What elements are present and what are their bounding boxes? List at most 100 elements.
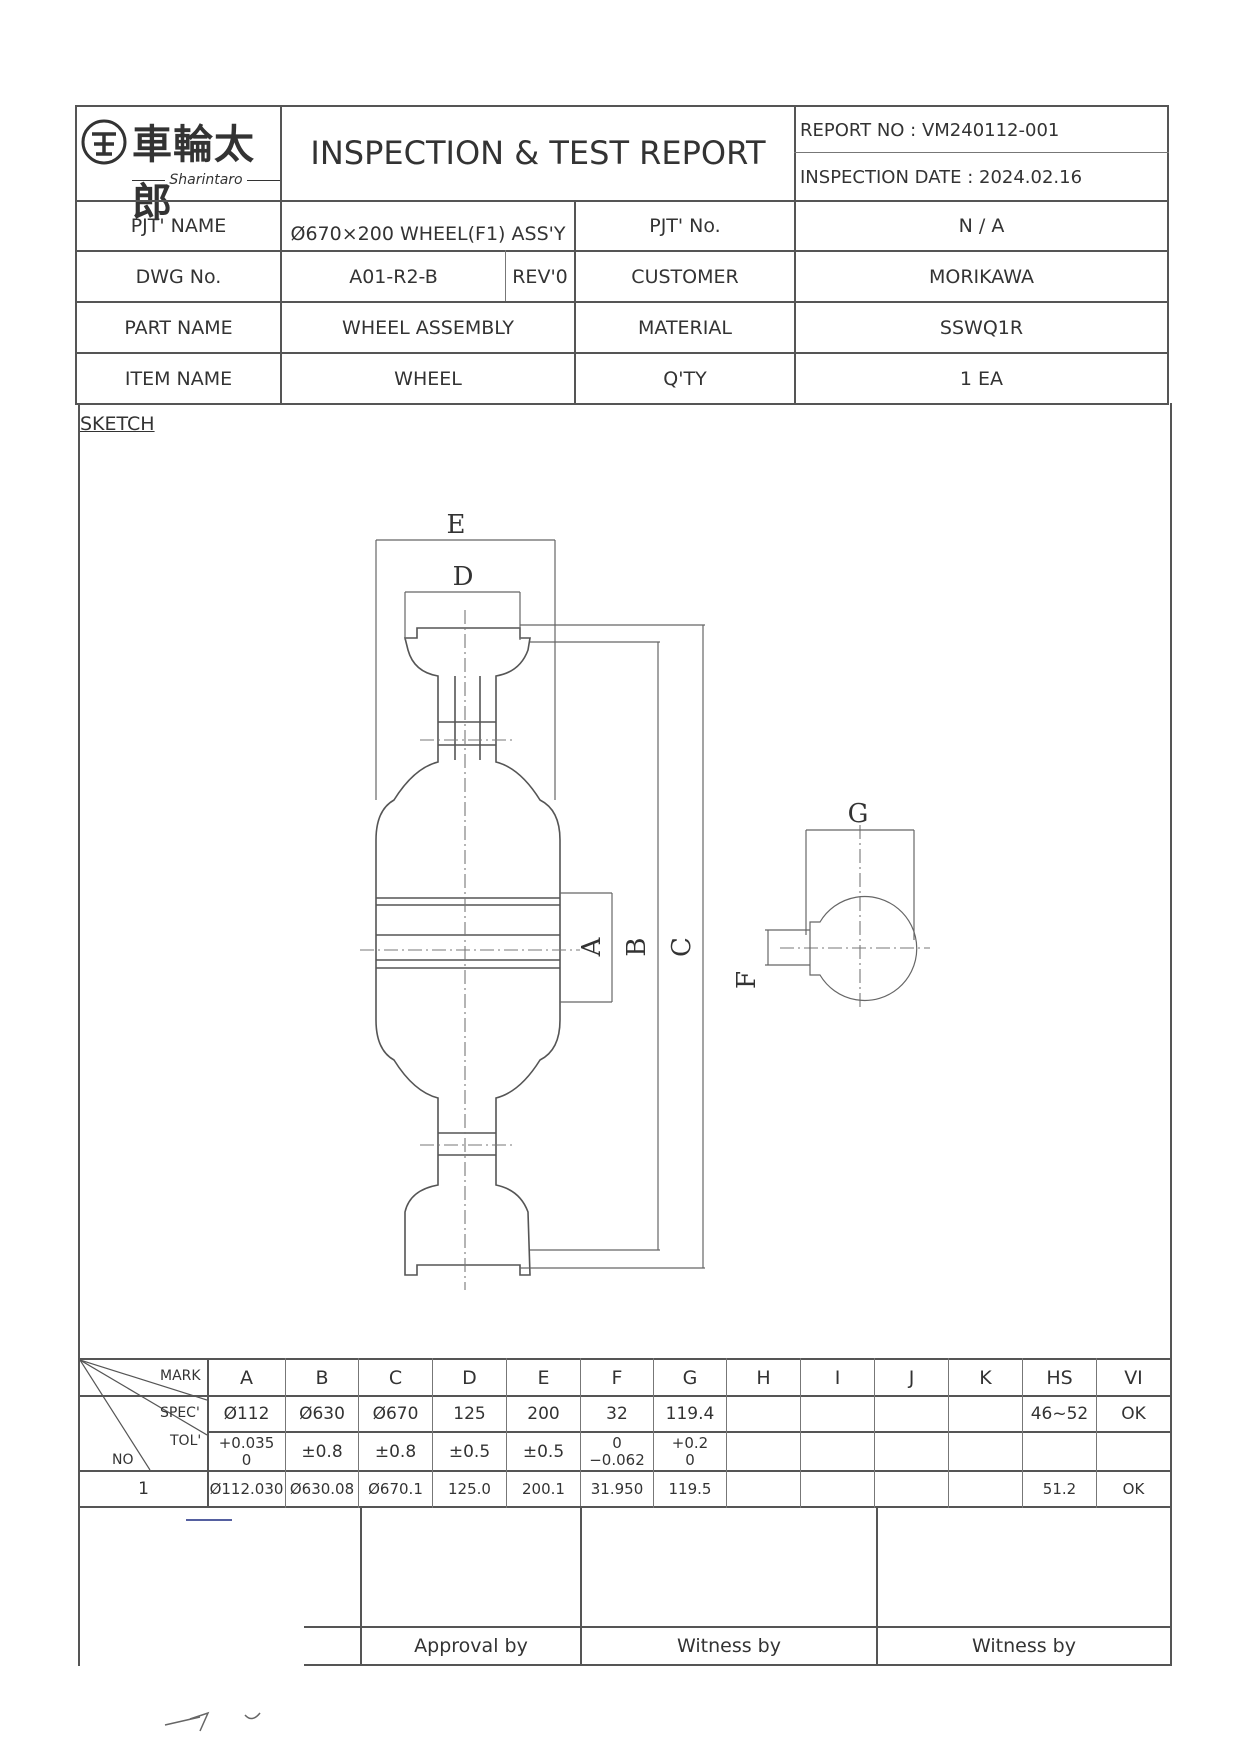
sketch-label: SKETCH xyxy=(80,413,155,435)
spec-g: 119.4 xyxy=(665,1404,715,1424)
spec-d: 125 xyxy=(453,1404,486,1424)
corner-diagonal xyxy=(80,1360,207,1470)
spec-h xyxy=(727,1397,800,1431)
spec-vi: OK xyxy=(1121,1404,1146,1424)
header-frame xyxy=(75,105,1169,405)
report-number: REPORT NO : VM240112-001 xyxy=(800,119,1060,141)
signature-mark xyxy=(186,1519,232,1521)
revision-value: REV'0 xyxy=(512,265,568,288)
grid-line xyxy=(794,152,1169,153)
mark-g: G xyxy=(682,1366,698,1389)
grid-line xyxy=(574,200,576,405)
grid-line xyxy=(360,1506,362,1666)
logo-brand-kanji: 車輪太郎 xyxy=(132,121,255,226)
row-1-hs: 51.2 xyxy=(1042,1480,1077,1498)
tol-g-lower: 0 xyxy=(685,1450,695,1469)
customer-value: MORIKAWA xyxy=(929,265,1034,288)
pjt-name-value: Ø670×200 WHEEL(F1) ASS'Y xyxy=(290,223,566,245)
approval-label: Approval by xyxy=(414,1635,528,1657)
report-title: INSPECTION & TEST REPORT xyxy=(310,133,766,172)
tol-f: 0 −0.062 xyxy=(581,1433,653,1470)
material-label: MATERIAL xyxy=(638,316,732,339)
qty-label: Q'TY xyxy=(663,367,707,390)
mark-k: K xyxy=(979,1366,992,1389)
row-1-b: Ø630.08 xyxy=(289,1480,355,1498)
qty-value: 1 EA xyxy=(959,367,1004,390)
grid-line xyxy=(78,1395,1172,1397)
tol-f-upper: 0 xyxy=(612,1433,622,1452)
dim-label-c: C xyxy=(667,937,697,957)
dim-label-b: B xyxy=(622,937,652,956)
dwg-no-label: DWG No. xyxy=(135,265,222,288)
witness-label-2: Witness by xyxy=(972,1635,1076,1657)
grid-line xyxy=(794,105,796,405)
spec-c: Ø670 xyxy=(372,1404,419,1424)
mark-c: C xyxy=(388,1366,403,1389)
grid-line xyxy=(726,1358,727,1508)
part-name-label: PART NAME xyxy=(124,316,233,339)
grid-line xyxy=(280,105,282,405)
spec-i xyxy=(801,1397,874,1431)
tol-a: +0.035 0 xyxy=(208,1433,285,1470)
grid-line xyxy=(948,1358,949,1508)
item-name-label: ITEM NAME xyxy=(124,367,233,390)
tol-c: ±0.8 xyxy=(374,1441,417,1462)
sketch-frame xyxy=(78,403,1172,1358)
tol-g-upper: +0.2 xyxy=(671,1433,709,1452)
grid-line xyxy=(1022,1358,1023,1508)
inspection-table xyxy=(78,1358,1172,1508)
grid-line xyxy=(876,1506,878,1666)
grid-line xyxy=(1096,1358,1097,1508)
stray-marks xyxy=(164,1711,261,1732)
material-value: SSWQ1R xyxy=(939,316,1024,339)
mark-a: A xyxy=(240,1366,253,1389)
row-1-c: Ø670.1 xyxy=(368,1480,423,1498)
grid-line xyxy=(358,1358,359,1508)
part-name-value: WHEEL ASSEMBLY xyxy=(342,316,514,339)
dim-label-g: G xyxy=(848,799,869,829)
tol-d: ±0.5 xyxy=(448,1441,491,1462)
mark-b: B xyxy=(315,1366,329,1389)
witness-label-1: Witness by xyxy=(677,1635,781,1657)
customer-label: CUSTOMER xyxy=(631,265,739,288)
mark-j: J xyxy=(908,1366,915,1389)
logo-brand-roman: Sharintaro xyxy=(132,172,280,188)
no-label: NO xyxy=(112,1452,134,1468)
logo-mark-icon xyxy=(81,119,127,165)
grid-line xyxy=(207,1358,209,1508)
dim-label-e: E xyxy=(447,510,466,540)
grid-line xyxy=(78,1470,1172,1472)
spec-b: Ø630 xyxy=(299,1404,345,1424)
mark-h: H xyxy=(756,1366,771,1389)
row-1-e: 200.1 xyxy=(522,1480,565,1498)
mark-e: E xyxy=(537,1366,550,1389)
wheel-profile xyxy=(375,627,561,1276)
tol-a-lower: 0 xyxy=(241,1450,252,1469)
row-1-a: Ø112.030 xyxy=(209,1480,284,1498)
tol-label: TOL' xyxy=(170,1433,202,1449)
mark-vi: VI xyxy=(1124,1366,1143,1389)
mark-hs: HS xyxy=(1046,1366,1073,1389)
grid-line xyxy=(874,1358,875,1508)
grid-line xyxy=(580,1358,581,1508)
shaft-section xyxy=(809,895,918,1002)
spec-j xyxy=(875,1397,948,1431)
spec-e: 200 xyxy=(527,1404,560,1424)
signature-mask xyxy=(80,1508,304,1666)
dim-label-d: D xyxy=(453,562,474,592)
grid-line xyxy=(75,352,1169,354)
grid-line xyxy=(75,200,1169,202)
tol-g: +0.2 0 xyxy=(654,1433,726,1470)
grid-line xyxy=(285,1358,286,1508)
dim-label-a: A xyxy=(577,936,607,957)
dwg-no-value: A01-R2-B xyxy=(349,265,438,288)
pjt-no-label: PJT' No. xyxy=(649,215,721,237)
grid-line xyxy=(505,250,506,301)
dim-label-f: F xyxy=(732,971,762,989)
mark-label: MARK xyxy=(160,1368,201,1384)
spec-f: 32 xyxy=(606,1404,628,1424)
grid-line xyxy=(506,1358,507,1508)
mark-f: F xyxy=(611,1366,623,1389)
